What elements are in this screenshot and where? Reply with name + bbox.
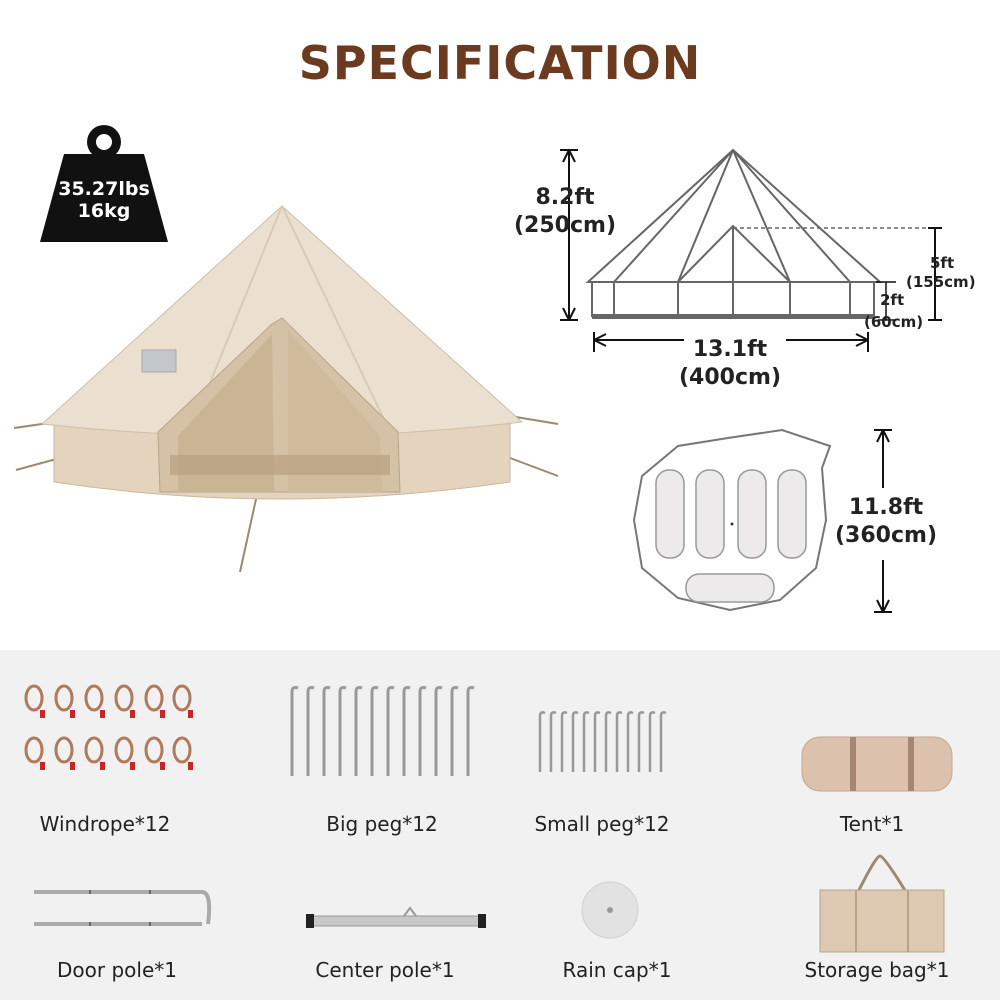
- weight-kg: 16kg: [77, 200, 131, 222]
- width-ft: 13.1ft: [692, 337, 768, 362]
- weight-lbs: 35.27lbs: [58, 178, 150, 200]
- height-cm: (250cm): [514, 212, 616, 238]
- rain-cap-label: Rain cap*1: [562, 958, 672, 982]
- door-cm: (155cm): [906, 272, 976, 291]
- small-peg-icon: [538, 711, 667, 772]
- door-pole-icon: [34, 890, 212, 926]
- height-label: 8.2ft (250cm): [505, 184, 625, 239]
- tent-photo: [13, 205, 559, 573]
- wall-ft: 2ft: [880, 291, 905, 309]
- center-pole-icon: [306, 906, 486, 928]
- storage-bag-icon: [819, 854, 945, 953]
- door-ft: 5ft: [930, 254, 955, 272]
- width-cm: (400cm): [679, 364, 781, 390]
- height-ft: 8.2ft: [535, 185, 595, 210]
- center-pole-label: Center pole*1: [315, 958, 455, 982]
- windrope-icon: [24, 684, 193, 770]
- small-peg-label: Small peg*12: [534, 812, 670, 836]
- rain-cap-icon: [581, 881, 639, 939]
- weight-icon: [40, 125, 168, 242]
- diameter-label: 11.8ft (360cm): [826, 494, 946, 549]
- floor-plan-diagram: [632, 428, 892, 613]
- big-peg-label: Big peg*12: [326, 812, 438, 836]
- wall-cm: (60cm): [864, 312, 924, 331]
- page-title: SPECIFICATION: [298, 36, 702, 90]
- door-pole-label: Door pole*1: [57, 958, 177, 982]
- tent-label: Tent*1: [839, 812, 905, 836]
- tent-roll-icon: [801, 736, 953, 792]
- diameter-cm: (360cm): [835, 522, 937, 548]
- wall-height-label: 2ft (60cm): [862, 291, 932, 332]
- diameter-ft: 11.8ft: [848, 495, 924, 520]
- big-peg-icon: [290, 686, 475, 776]
- door-height-label: 5ft (155cm): [900, 254, 990, 292]
- side-view-diagram: [560, 148, 942, 352]
- width-label: 13.1ft (400cm): [660, 336, 800, 391]
- storage-bag-label: Storage bag*1: [804, 958, 950, 982]
- windrope-label: Windrope*12: [39, 812, 171, 836]
